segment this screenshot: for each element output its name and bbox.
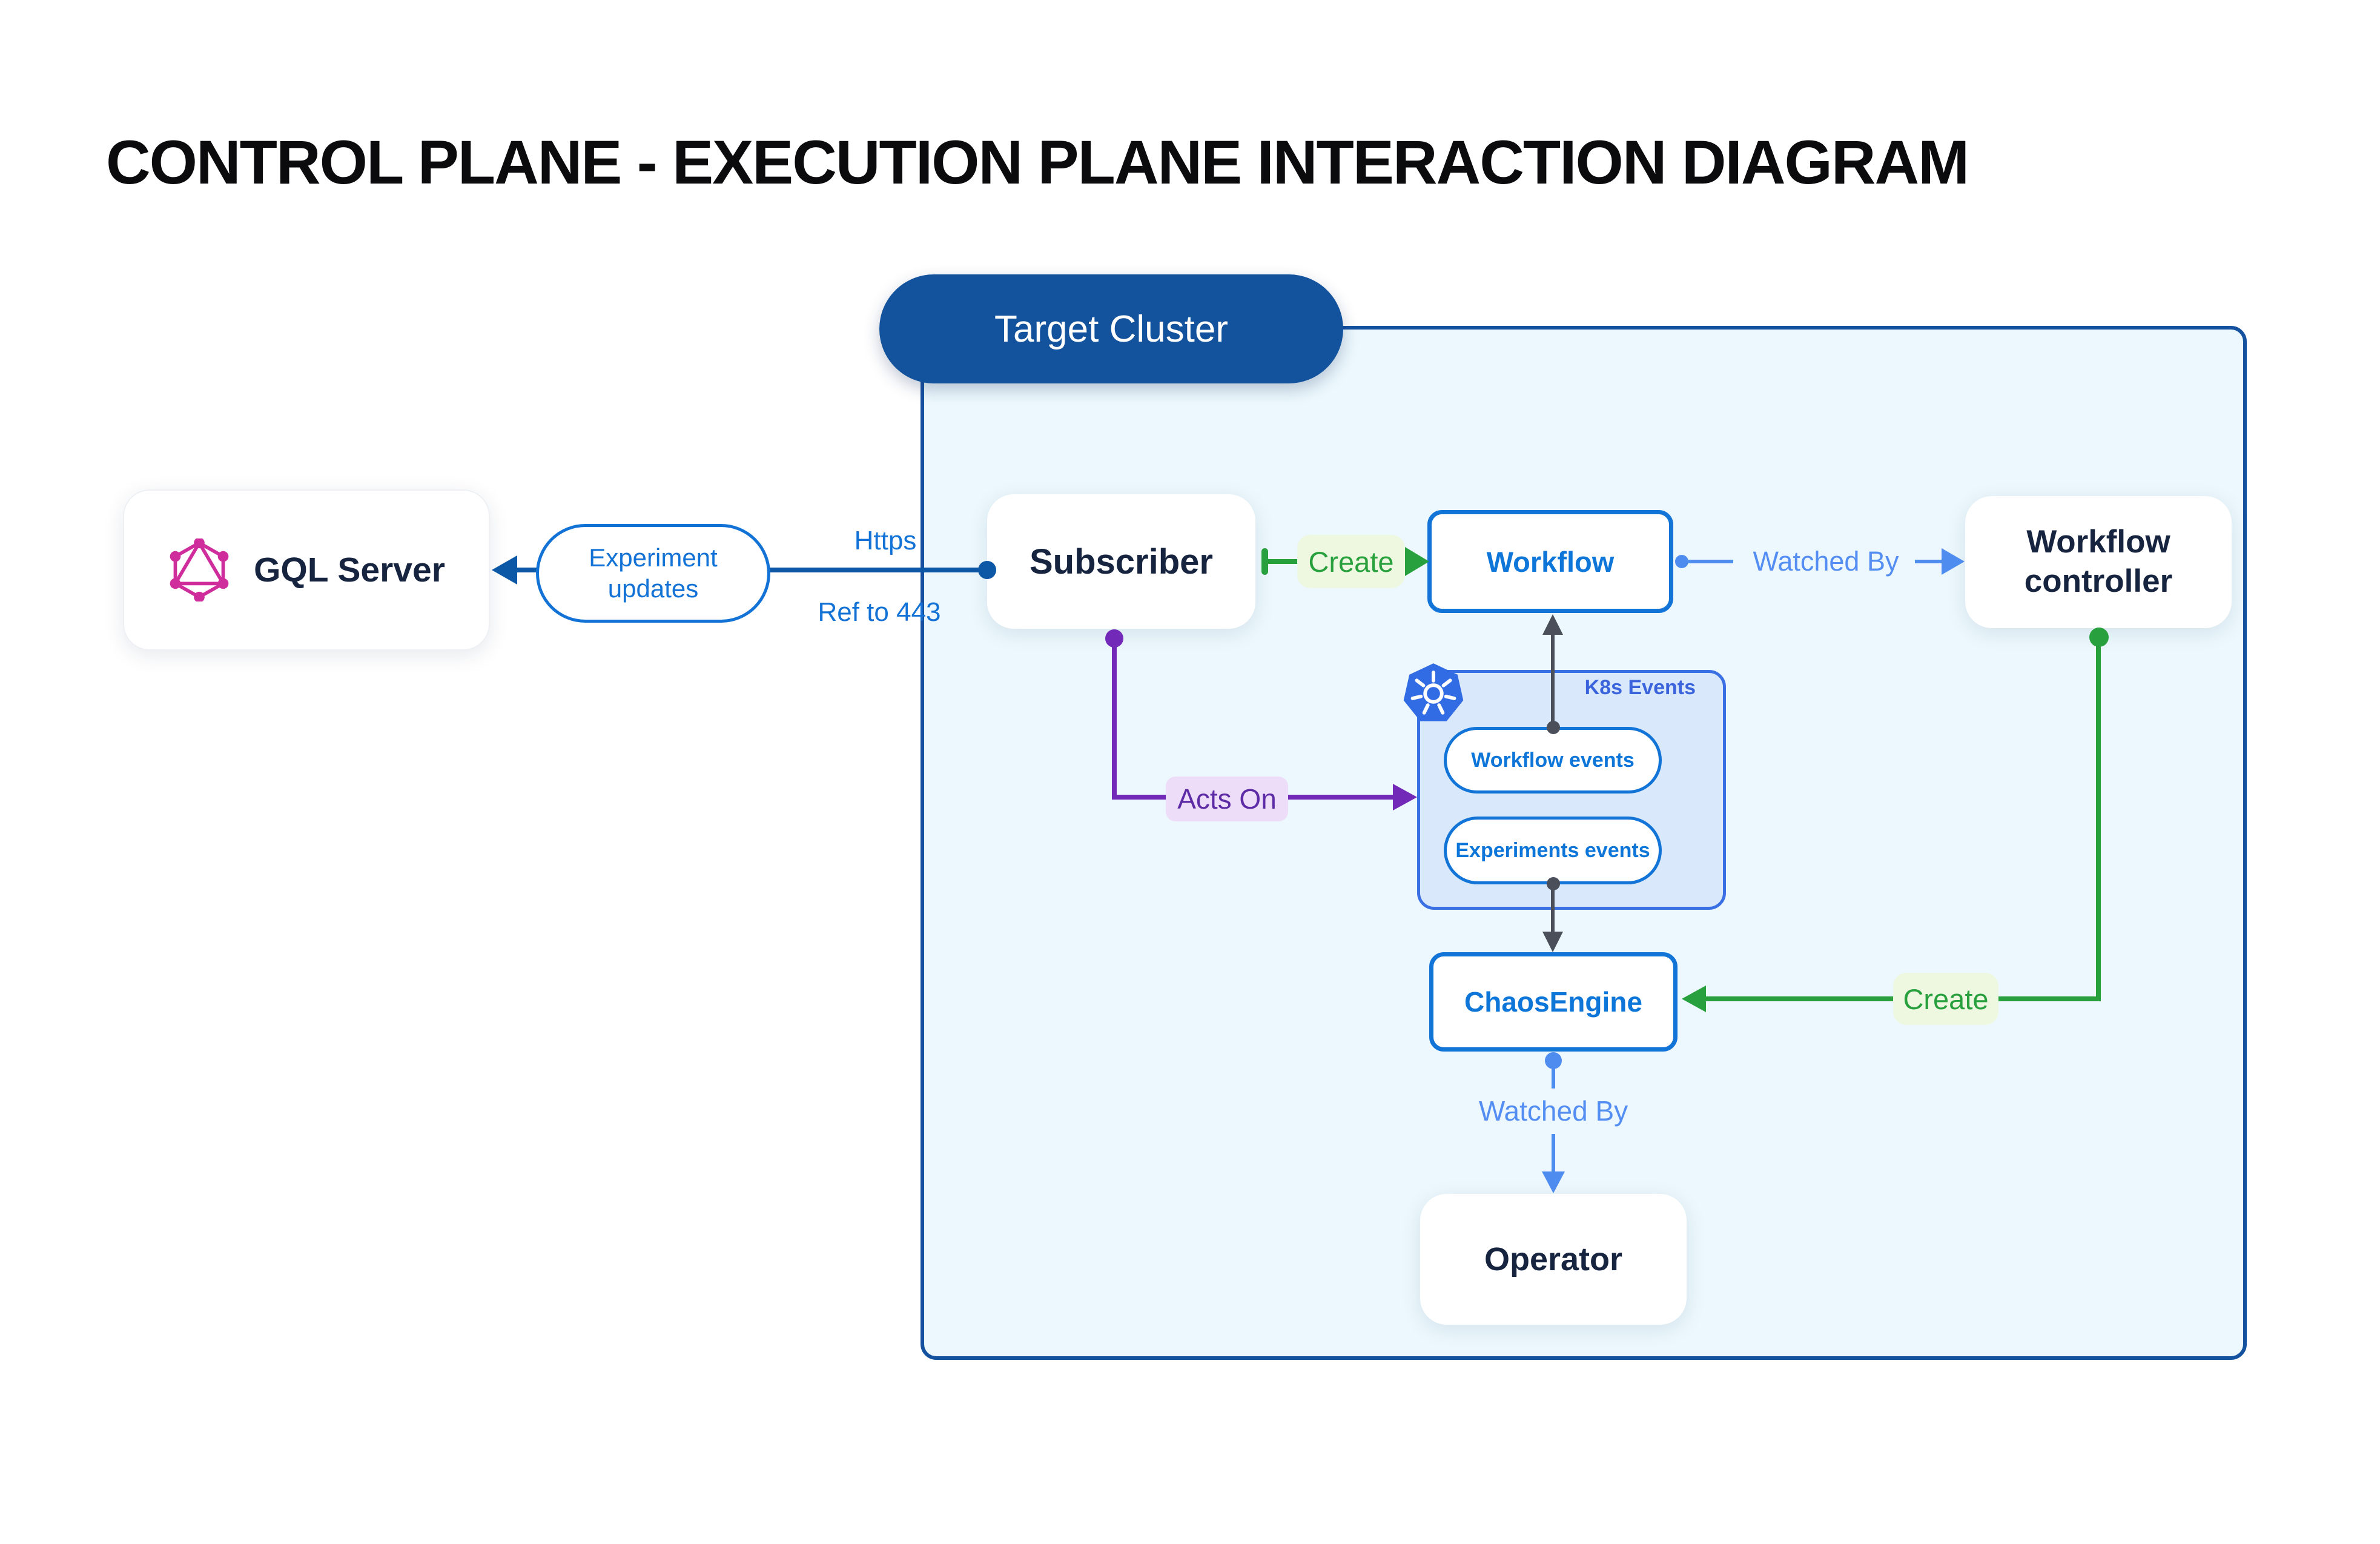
watched-by-workflow-label: Watched By bbox=[1753, 546, 1899, 577]
edge-dot-watchedby-bottom bbox=[1545, 1052, 1562, 1069]
page-title: CONTROL PLANE - EXECUTION PLANE INTERACT… bbox=[106, 128, 1969, 197]
https-label: Https bbox=[854, 526, 917, 555]
k8s-events-label: K8s Events bbox=[1584, 676, 1696, 699]
edge-line-watchedby-bottom-1 bbox=[1552, 1061, 1555, 1088]
gql-server-node: GQL Server bbox=[123, 489, 490, 651]
create-workflow-label: Create bbox=[1297, 535, 1405, 588]
arrowhead-to-workflow-controller bbox=[1942, 548, 1965, 575]
edge-dot-workflow-events bbox=[1547, 721, 1560, 734]
edge-dot-watchedby-top bbox=[1675, 555, 1688, 568]
watched-by-operator-label: Watched By bbox=[1478, 1095, 1628, 1127]
operator-node: Operator bbox=[1420, 1194, 1687, 1325]
arrowhead-up-to-workflow bbox=[1542, 614, 1563, 635]
workflow-controller-label: Workflow controller bbox=[2024, 524, 2173, 599]
edge-line-create-right-v bbox=[2096, 637, 2101, 1001]
acts-on-label: Acts On bbox=[1166, 777, 1288, 821]
experiments-events-pill: Experiments events bbox=[1444, 817, 1662, 884]
gql-server-label: GQL Server bbox=[254, 551, 445, 589]
ref-to-443-label: Ref to 443 bbox=[818, 597, 941, 627]
edge-line-watchedby-bottom-2 bbox=[1552, 1134, 1555, 1173]
edge-start-tick-create bbox=[1261, 548, 1268, 575]
target-cluster-pill: Target Cluster bbox=[879, 274, 1343, 383]
arrowhead-to-workflow bbox=[1405, 547, 1429, 576]
experiments-events-label: Experiments events bbox=[1455, 838, 1650, 862]
edge-dot-create-right-start bbox=[2089, 628, 2109, 647]
experiment-updates-badge: Experiment updates bbox=[536, 524, 770, 623]
graphql-icon bbox=[168, 537, 231, 603]
edge-line-acts-on-h1 bbox=[1112, 795, 1166, 800]
edge-dot-subscriber-end bbox=[978, 561, 996, 579]
operator-label: Operator bbox=[1484, 1241, 1623, 1277]
subscriber-node: Subscriber bbox=[987, 494, 1255, 629]
arrowhead-to-chaosengine-right bbox=[1682, 986, 1706, 1012]
experiment-updates-label: Experiment updates bbox=[589, 543, 718, 603]
edge-line-watchedby-top-1 bbox=[1688, 560, 1733, 563]
workflow-events-label: Workflow events bbox=[1471, 748, 1635, 772]
edge-dot-acts-on-start bbox=[1105, 629, 1123, 648]
workflow-node: Workflow bbox=[1427, 510, 1673, 613]
target-cluster-label: Target Cluster bbox=[994, 308, 1228, 350]
subscriber-label: Subscriber bbox=[1030, 542, 1213, 581]
edge-line-create-right-h2 bbox=[1705, 996, 1893, 1001]
chaosengine-node: ChaosEngine bbox=[1429, 952, 1678, 1052]
kubernetes-icon bbox=[1401, 661, 1466, 726]
edge-line-k8s-up bbox=[1551, 632, 1555, 728]
workflow-label: Workflow bbox=[1486, 545, 1615, 578]
arrowhead-down-to-operator bbox=[1542, 1171, 1565, 1193]
edge-dot-experiments-events bbox=[1547, 877, 1560, 890]
edge-line-watchedby-top-2 bbox=[1915, 560, 1944, 563]
chaosengine-label: ChaosEngine bbox=[1464, 986, 1642, 1018]
workflow-events-pill: Workflow events bbox=[1444, 727, 1662, 794]
edge-line-create-right-h1 bbox=[1997, 996, 2101, 1001]
arrowhead-to-k8s-events bbox=[1393, 784, 1417, 810]
workflow-controller-node: Workflow controller bbox=[1965, 496, 2232, 628]
edge-line-acts-on-v bbox=[1112, 638, 1117, 800]
edge-line-k8s-down bbox=[1551, 884, 1555, 933]
create-chaosengine-label: Create bbox=[1893, 973, 1998, 1025]
arrowhead-to-gql-server bbox=[492, 555, 517, 585]
arrowhead-down-to-chaosengine bbox=[1542, 932, 1563, 952]
edge-line-create-1 bbox=[1268, 559, 1298, 564]
edge-line-acts-on-h2 bbox=[1288, 795, 1395, 800]
